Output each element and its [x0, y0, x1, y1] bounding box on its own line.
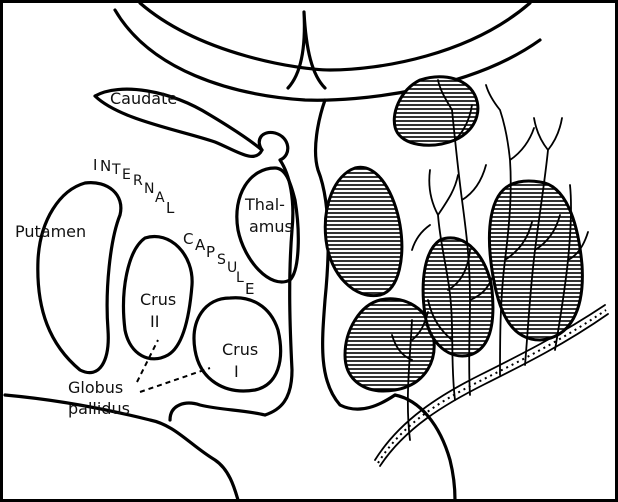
label-thalamus-line1: Thal-	[244, 195, 285, 214]
label-putamen: Putamen	[15, 222, 86, 241]
svg-text:E: E	[122, 167, 131, 183]
svg-text:L: L	[236, 270, 244, 286]
svg-text:A: A	[195, 236, 206, 254]
svg-text:I: I	[93, 156, 97, 174]
callosum-outer-arc	[140, 3, 530, 70]
svg-text:R: R	[133, 173, 143, 189]
svg-text:S: S	[217, 252, 226, 268]
hatched-region-globus-1	[345, 299, 434, 391]
label-crus-i-line1: Crus	[222, 340, 258, 359]
callosum-inner-arc	[115, 10, 540, 100]
hatched-region-thalamus	[325, 167, 402, 295]
label-pallidus: pallidus	[68, 399, 130, 418]
label-crus-i-line2: I	[234, 362, 239, 381]
pointer-to-crus-i	[140, 368, 210, 392]
lower-contour-notch	[170, 403, 265, 420]
svg-text:E: E	[245, 280, 254, 298]
label-globus: Globus	[68, 378, 123, 397]
label-caudate: Caudate	[110, 89, 177, 108]
septum	[288, 12, 325, 88]
label-crus-ii-line1: Crus	[140, 290, 176, 309]
svg-text:T: T	[111, 162, 121, 178]
svg-text:C: C	[183, 230, 193, 248]
label-capsule: C A P S U L E	[183, 230, 254, 298]
hatched-region-caudate	[394, 77, 478, 145]
label-thalamus-line2: amus	[249, 217, 293, 236]
svg-text:P: P	[206, 243, 215, 261]
svg-text:A: A	[155, 190, 165, 206]
svg-text:N: N	[100, 157, 111, 175]
hatched-region-globus-2	[423, 238, 493, 356]
pointer-to-crus-ii	[137, 340, 158, 382]
svg-text:L: L	[166, 199, 175, 217]
label-crus-ii-line2: II	[150, 312, 159, 331]
svg-text:N: N	[144, 181, 154, 197]
putamen-outline	[38, 183, 121, 373]
lower-contour-right	[395, 395, 455, 500]
